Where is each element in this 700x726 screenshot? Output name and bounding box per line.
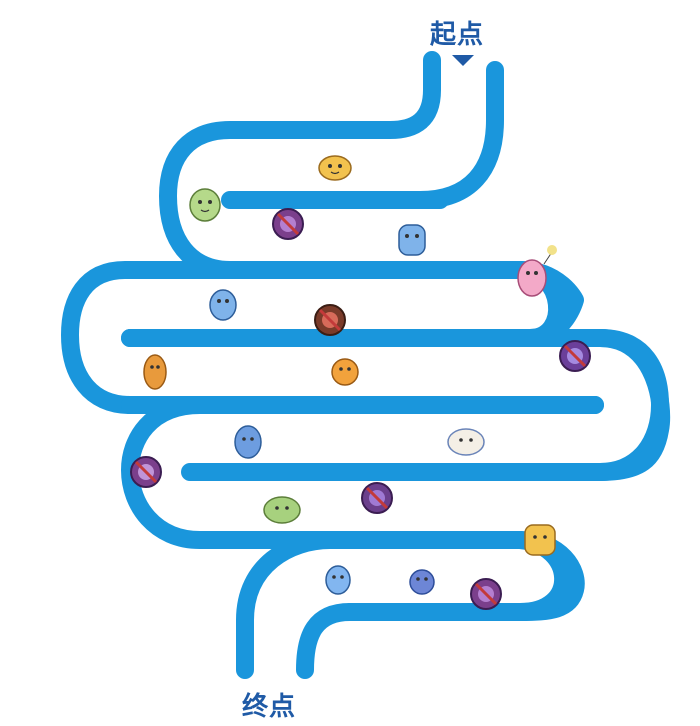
good-microbe-8 (234, 425, 262, 459)
bad-microbe-3 (559, 340, 591, 372)
good-microbe-6 (143, 354, 167, 390)
good-microbe-12 (325, 565, 351, 595)
start-label: 起点 (430, 20, 485, 50)
good-microbe-10 (263, 496, 301, 524)
good-microbe-13 (409, 569, 435, 595)
start-arrow-icon (452, 55, 474, 66)
track-wall-left (61, 51, 441, 679)
bad-microbe-6 (470, 578, 502, 610)
bad-microbes (130, 208, 591, 610)
good-microbe-3 (398, 224, 426, 256)
good-microbes (143, 155, 557, 595)
good-microbe-7 (331, 358, 359, 386)
bad-microbe-1 (272, 208, 304, 240)
good-microbe-5 (209, 289, 237, 321)
intestine-route (121, 191, 671, 621)
good-microbe-2 (318, 155, 352, 181)
bad-microbe-2 (314, 304, 346, 336)
end-label: 终点 (242, 692, 297, 722)
bad-microbe-5 (361, 482, 393, 514)
bad-microbe-4 (130, 456, 162, 488)
good-microbe-4 (517, 245, 557, 297)
good-microbe-1 (189, 188, 221, 222)
good-microbe-11 (524, 524, 556, 556)
good-microbe-9 (447, 428, 485, 456)
